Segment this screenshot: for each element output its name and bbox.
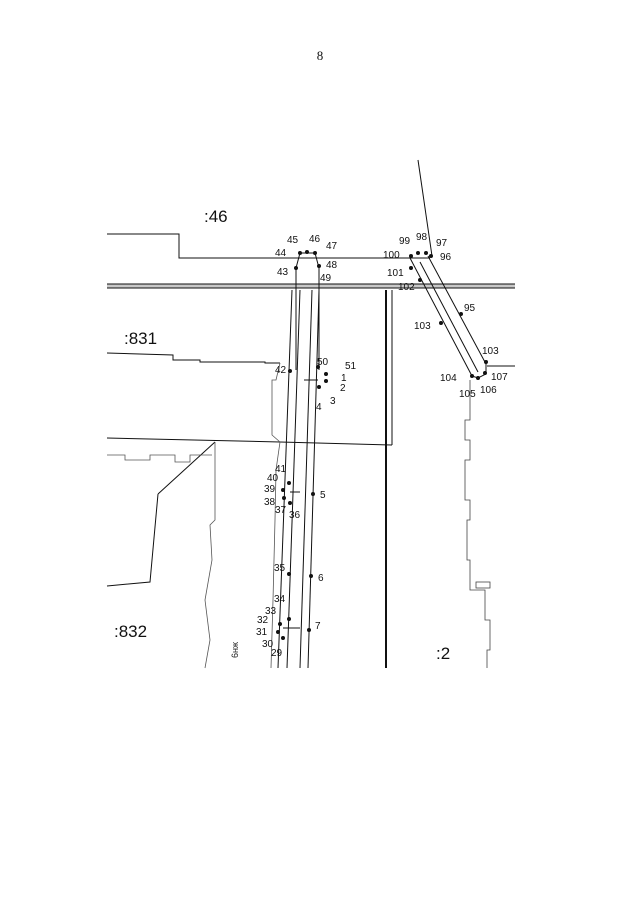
- linear-object-main: [277, 252, 320, 669]
- point-label: 35: [274, 563, 286, 574]
- point-label: 102: [398, 282, 415, 293]
- parcel-label-831: :831: [124, 329, 157, 348]
- point-label: 105: [459, 389, 476, 400]
- point-label: 103: [414, 321, 431, 332]
- point-label: 98: [416, 232, 428, 243]
- point-label: 33: [265, 606, 277, 617]
- linear-object-diagonal: [409, 255, 487, 379]
- point-label: 48: [326, 260, 338, 271]
- point-labels: 1 2 3 4 5 6 7 29 30 31 32 33 34 35 36 37…: [256, 232, 508, 659]
- road-band: [107, 283, 515, 289]
- point-label: 97: [436, 238, 448, 249]
- turning-points: [276, 250, 488, 640]
- point-label: 39: [264, 484, 276, 495]
- point-label: 103: [482, 346, 499, 357]
- point-label: 6: [318, 573, 324, 584]
- point-label: 34: [274, 594, 286, 605]
- point-label: 2: [340, 383, 346, 394]
- point-label: 95: [464, 303, 476, 314]
- point-label: 3: [330, 396, 336, 407]
- point-label: 1: [341, 373, 347, 384]
- point-label: 44: [275, 248, 287, 259]
- point-label: 36: [289, 510, 301, 521]
- point-label: 101: [387, 268, 404, 279]
- point-label: 42: [275, 365, 287, 376]
- point-label: 7: [315, 621, 321, 632]
- point-label: 107: [491, 372, 508, 383]
- point-label: 4: [316, 402, 322, 413]
- point-label: 100: [383, 250, 400, 261]
- point-label: 43: [277, 267, 289, 278]
- point-label: 45: [287, 235, 299, 246]
- point-label: 32: [257, 615, 269, 626]
- parcel-label-832: :832: [114, 622, 147, 641]
- point-label: 47: [326, 241, 338, 252]
- street-label: 6нж: [230, 642, 240, 658]
- point-label: 50: [317, 357, 329, 368]
- point-label: 96: [440, 252, 452, 263]
- parcel-label-2: :2: [436, 644, 450, 663]
- page-number: 8: [316, 48, 324, 63]
- hatched-buildings: [107, 362, 281, 669]
- point-label: 30: [262, 639, 274, 650]
- point-label: 51: [345, 361, 357, 372]
- point-label: 31: [256, 627, 268, 638]
- point-label: 40: [267, 473, 279, 484]
- point-label: 106: [480, 385, 497, 396]
- parcel-label-46: :46: [204, 207, 228, 226]
- point-label: 41: [275, 464, 287, 475]
- point-label: 104: [440, 373, 457, 384]
- point-label: 37: [275, 505, 287, 516]
- point-label: 38: [264, 497, 276, 508]
- point-label: 49: [320, 273, 332, 284]
- point-label: 99: [399, 236, 411, 247]
- parcel-boundaries: [106, 159, 515, 668]
- point-label: 29: [271, 648, 283, 659]
- point-label: 5: [320, 490, 326, 501]
- right-building: [464, 380, 491, 668]
- point-label: 46: [309, 234, 321, 245]
